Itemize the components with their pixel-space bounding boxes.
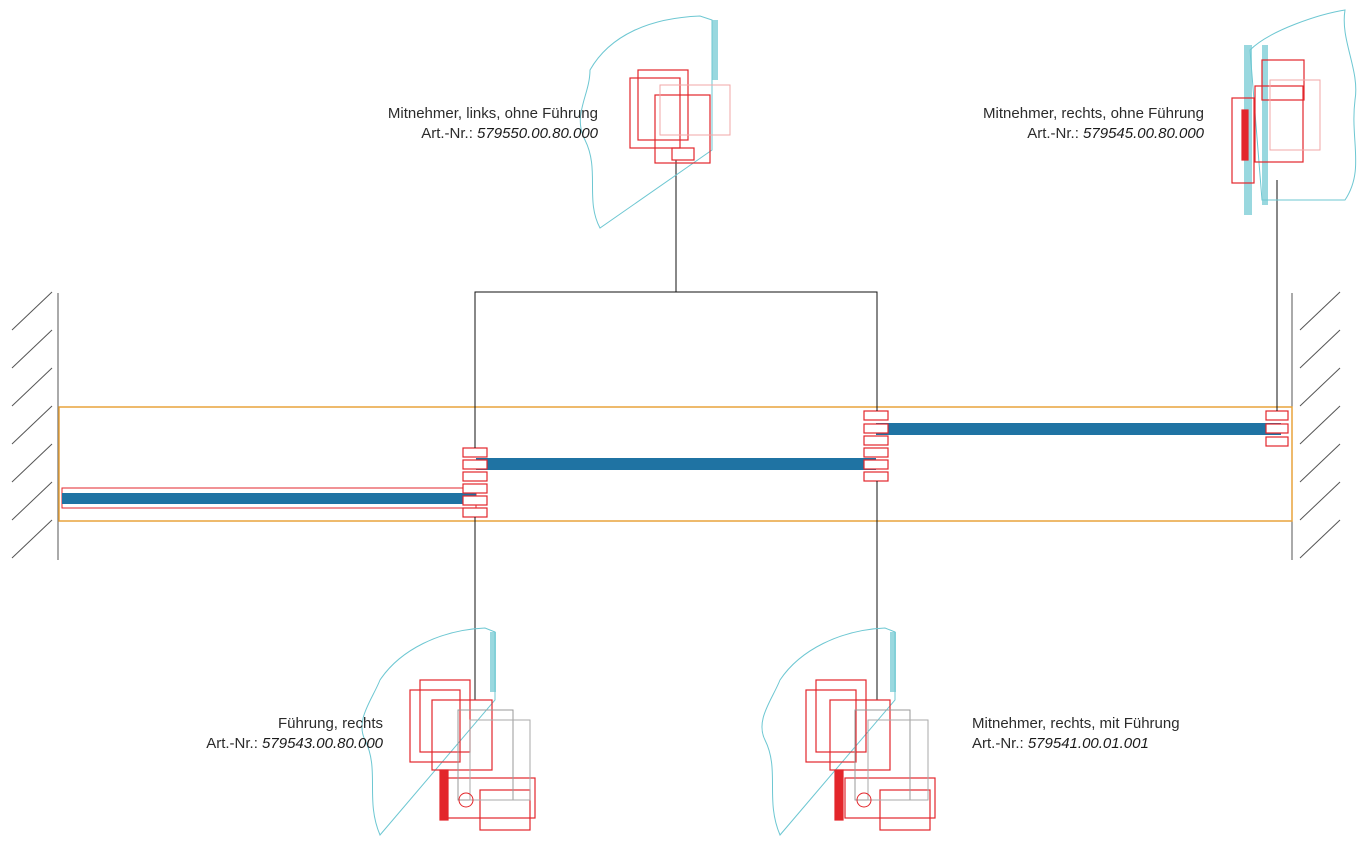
- article-label: Art.-Nr.:: [421, 125, 473, 142]
- component-name: Führung, rechts: [277, 715, 383, 732]
- article-label: Art.-Nr.:: [1027, 125, 1079, 142]
- door-leaf-1: [62, 493, 476, 504]
- article-number: 579543.00.80.000: [262, 735, 383, 752]
- right-wall: [1291, 291, 1341, 560]
- article-number-row: Art.-Nr.: 579543.00.80.000: [206, 734, 383, 754]
- fitting-illustration-top-left: [579, 15, 731, 229]
- fitting-markers: [462, 410, 1289, 518]
- article-number: 579541.00.01.001: [1027, 735, 1149, 752]
- component-name: Mitnehmer, rechts, mit Führung: [972, 715, 1180, 732]
- fitting-illustration-bottom-right: [761, 627, 936, 836]
- door-leaf-3: [876, 423, 1281, 435]
- left-wall: [11, 291, 59, 560]
- door-frame: [58, 406, 1293, 522]
- door-leaf-2: [476, 458, 876, 470]
- component-name: Mitnehmer, links, ohne Führung: [387, 105, 598, 122]
- fitting-illustration-bottom-left: [361, 627, 536, 836]
- article-label: Art.-Nr.:: [206, 735, 258, 752]
- article-number-row: Art.-Nr.: 579541.00.01.001: [972, 734, 1180, 754]
- label-bottom-right: Mitnehmer, rechts, mit Führung Art.-Nr.:…: [972, 714, 1180, 754]
- article-number: 579550.00.80.000: [477, 125, 598, 142]
- fitting-illustration-top-right: [1231, 9, 1357, 215]
- article-number: 579545.00.80.000: [1083, 125, 1204, 142]
- label-top-right: Mitnehmer, rechts, ohne Führung Art.-Nr.…: [983, 104, 1204, 144]
- label-top-left: Mitnehmer, links, ohne Führung Art.-Nr.:…: [388, 104, 598, 144]
- article-number-row: Art.-Nr.: 579545.00.80.000: [983, 124, 1204, 144]
- label-bottom-left: Führung, rechts Art.-Nr.: 579543.00.80.0…: [206, 714, 383, 754]
- door-leaves: [61, 423, 1281, 509]
- article-label: Art.-Nr.:: [972, 735, 1024, 752]
- component-name: Mitnehmer, rechts, ohne Führung: [983, 105, 1204, 122]
- article-number-row: Art.-Nr.: 579550.00.80.000: [388, 124, 598, 144]
- leader-lines: [474, 160, 1278, 700]
